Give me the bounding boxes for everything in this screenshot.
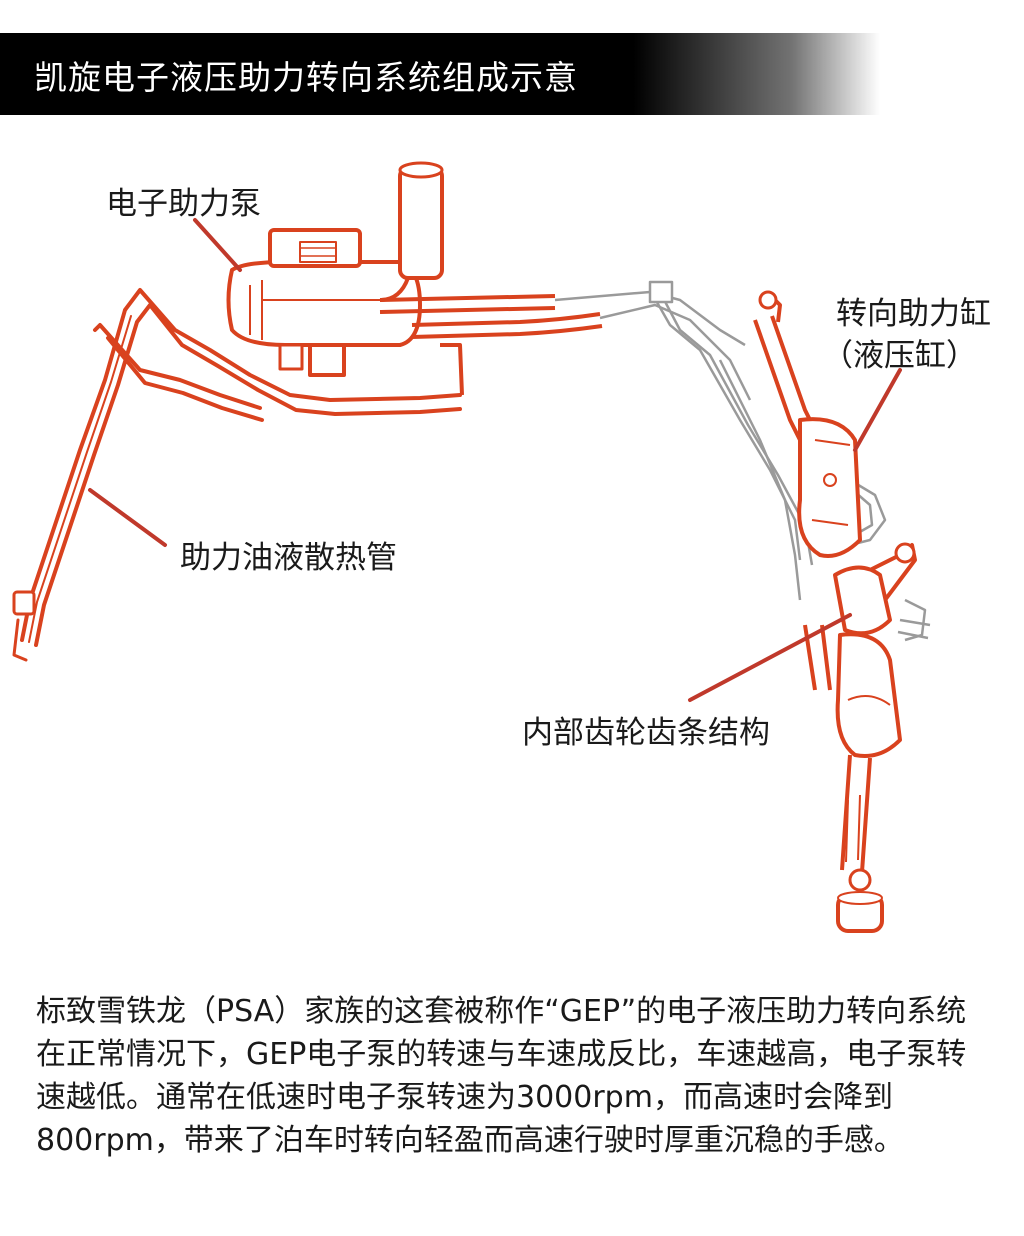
rack-and-pinion [803,542,917,933]
label-hydraulic-cylinder: （液压缸） [822,338,977,374]
page-title: 凯旋电子液压助力转向系统组成示意 [34,58,578,97]
caption-text: 标致雪铁龙（PSA）家族的这套被称作“GEP”的电子液压助力转向系统在正常情况下… [36,994,967,1158]
leader-rack [688,613,852,702]
steering-cylinder [753,290,862,558]
label-steering-cylinder: 转向助力缸 [836,296,991,332]
leader-cooler [88,488,167,547]
label-electric-pump: 电子助力泵 [106,186,261,222]
leader-cylinder [853,368,902,452]
title-bar: 凯旋电子液压助力转向系统组成示意 [0,33,880,115]
label-cooler-pipe: 助力油液散热管 [180,540,397,576]
leader-pump [193,218,242,272]
cooler-pipe [12,288,462,662]
leader-lines [88,218,902,702]
electric-pump [226,161,603,396]
label-rack-pinion: 内部齿轮齿条结构 [522,715,770,751]
